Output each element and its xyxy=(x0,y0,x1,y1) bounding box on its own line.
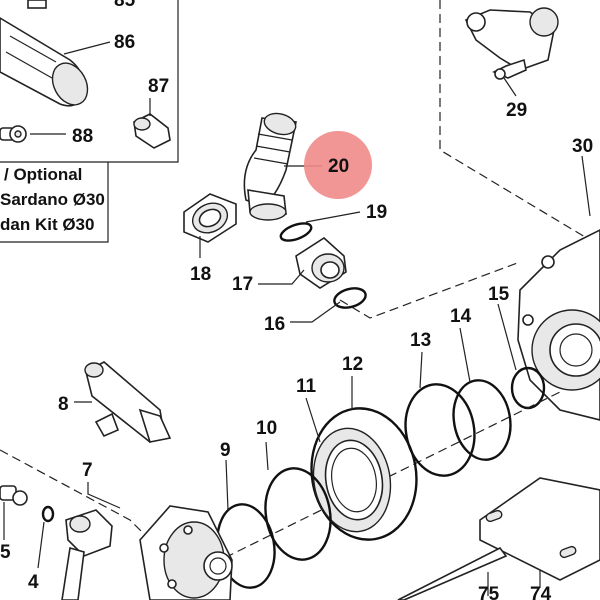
part-74-bracket-plate xyxy=(479,477,600,581)
label-14: 14 xyxy=(450,306,472,327)
label-20: 20 xyxy=(328,156,349,177)
part-30-pump-body xyxy=(517,229,600,421)
leader-lines xyxy=(3,41,591,596)
optional-line-kit: dan Kit Ø30 xyxy=(0,215,94,234)
label-29: 29 xyxy=(506,100,527,121)
label-17: 17 xyxy=(232,274,253,295)
label-12: 12 xyxy=(342,354,363,375)
label-15: 15 xyxy=(488,284,510,305)
part-85-fragment xyxy=(27,0,47,9)
part-11-bearing xyxy=(312,427,392,533)
label-7: 7 xyxy=(82,460,93,481)
part-75-rod xyxy=(397,546,508,600)
part-5-bolt xyxy=(0,485,28,506)
part-87-bolt xyxy=(133,113,171,149)
part-8-valve xyxy=(84,361,172,443)
part-29-bracket xyxy=(464,7,559,80)
label-75: 75 xyxy=(478,584,500,600)
label-10: 10 xyxy=(256,418,277,439)
part-86-shaft xyxy=(0,17,89,107)
optional-kit-box: / Optional Sardano Ø30 dan Kit Ø30 xyxy=(0,0,179,243)
part-7-tap xyxy=(61,509,113,600)
label-16: 16 xyxy=(264,314,285,335)
part-88-screw xyxy=(0,125,27,143)
label-74: 74 xyxy=(530,584,552,600)
part-19-o-ring xyxy=(279,222,313,242)
label-85: 85 xyxy=(114,0,136,11)
label-18: 18 xyxy=(190,264,211,285)
highlight-circle-part-20 xyxy=(304,131,372,199)
part-20-elbow-fitting xyxy=(243,112,297,221)
part-4-washer xyxy=(41,505,55,523)
part-14-ring xyxy=(452,379,512,461)
label-87: 87 xyxy=(148,76,169,97)
label-5: 5 xyxy=(0,542,11,563)
part-17-coupling xyxy=(295,236,347,289)
part-9-flange xyxy=(139,503,276,600)
dash-assembly-left xyxy=(0,449,151,541)
optional-title: / Optional xyxy=(4,165,82,184)
label-4: 4 xyxy=(28,572,39,593)
dash-outline-right xyxy=(439,0,591,241)
optional-line-cardano: Sardano Ø30 xyxy=(0,190,105,209)
part-13-ring xyxy=(404,383,476,477)
label-19: 19 xyxy=(366,202,387,223)
label-86: 86 xyxy=(114,32,135,53)
dash-assembly-16 xyxy=(339,261,521,319)
label-8: 8 xyxy=(58,394,69,415)
label-13: 13 xyxy=(410,330,431,351)
part-16-o-ring xyxy=(333,287,367,309)
part-18-nut xyxy=(183,193,237,243)
label-9: 9 xyxy=(220,440,231,461)
label-11: 11 xyxy=(296,376,317,397)
label-88: 88 xyxy=(72,126,93,147)
label-30: 30 xyxy=(572,136,593,157)
